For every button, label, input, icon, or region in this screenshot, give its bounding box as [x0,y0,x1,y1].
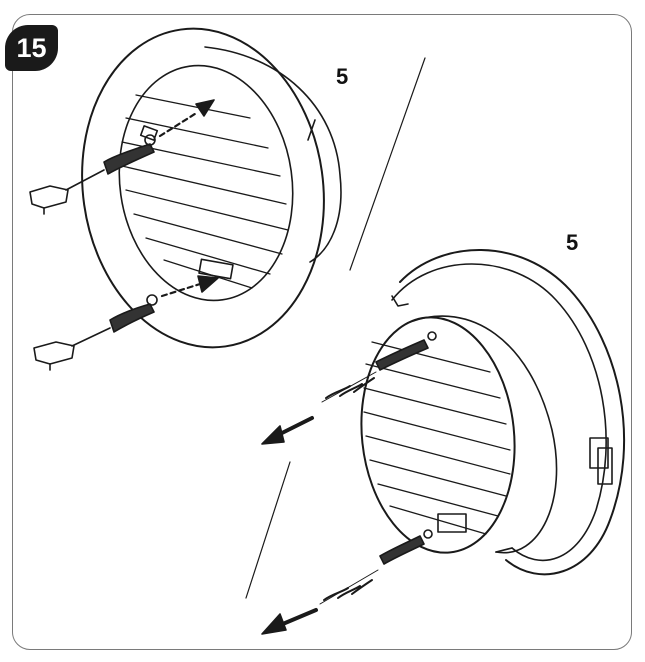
step-number: 15 [16,32,47,63]
spring-chain-lower [319,529,433,605]
step-number-badge: 15 [5,25,58,71]
grille-rear-view [360,249,626,576]
pull-direction-arrows [261,416,318,635]
rear-louvres [363,341,511,535]
grille-louvres [121,94,289,289]
spring-chain-upper [321,331,437,403]
part-callout-bottom: 5 [566,230,579,255]
illustration-frame [12,14,632,650]
spring-clip-upper [29,99,215,215]
spring-clip-lower [33,275,219,371]
view-divider-line [349,57,426,271]
view-divider-line-lower [245,461,291,599]
grille-front-view [81,27,342,349]
part-callout-top: 5 [336,64,349,89]
